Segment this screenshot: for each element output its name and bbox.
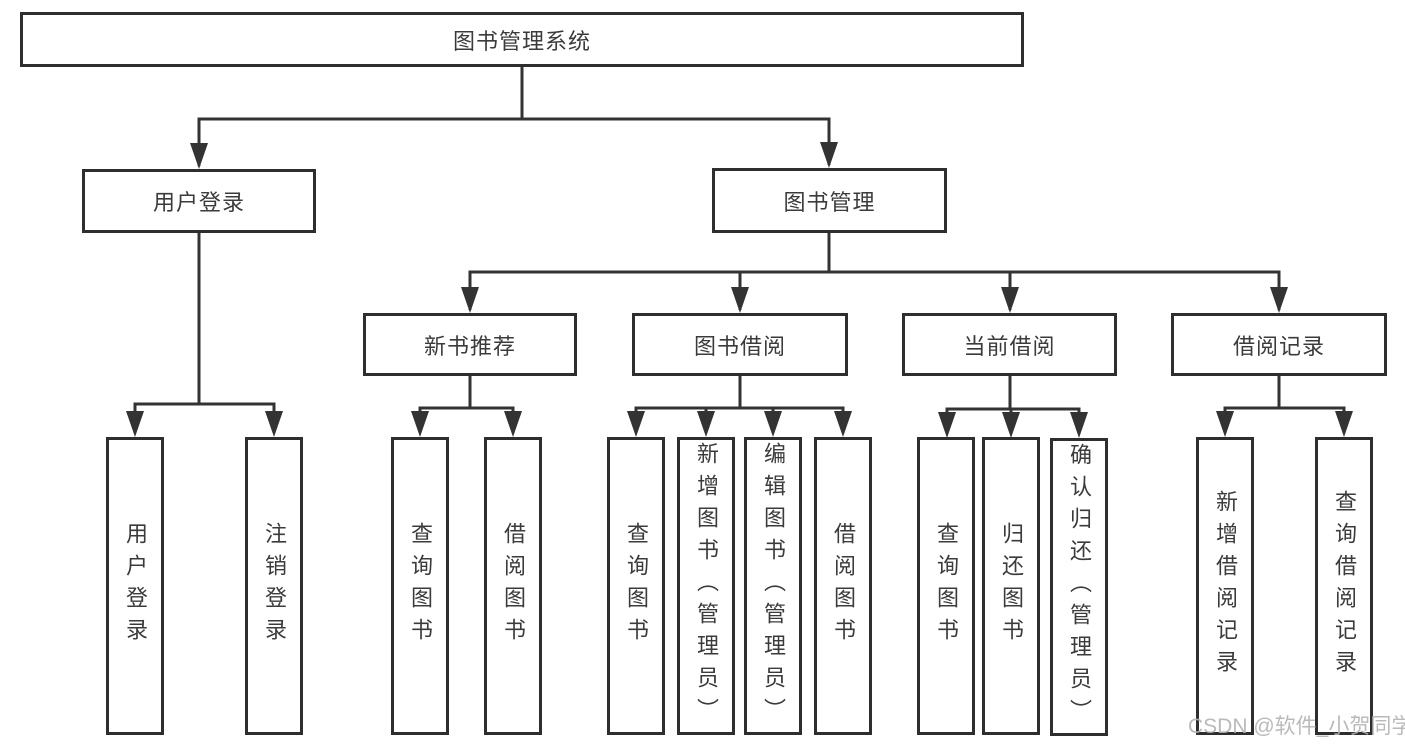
leaf-edit-book-admin-label: 编辑图书（管理员）	[761, 442, 786, 730]
leaf-query-books-current: 查询图书	[917, 437, 975, 735]
node-borrow-records: 借阅记录	[1171, 313, 1387, 376]
node-user-login: 用户登录	[82, 169, 316, 233]
leaf-edit-book-admin: 编辑图书（管理员）	[744, 437, 802, 735]
leaf-query-books-recommend-label: 查询图书	[408, 522, 433, 650]
leaf-add-borrow-record-label: 新增借阅记录	[1213, 490, 1238, 682]
leaf-query-books-borrow-label: 查询图书	[624, 522, 649, 650]
node-new-book-recommend: 新书推荐	[363, 313, 577, 376]
leaf-user-login: 用户登录	[106, 437, 164, 735]
leaf-confirm-return-admin: 确认归还（管理员）	[1050, 438, 1108, 736]
leaf-query-borrow-record-label: 查询借阅记录	[1332, 490, 1357, 682]
leaf-add-book-admin-label: 新增图书（管理员）	[694, 442, 719, 730]
leaf-user-login-label: 用户登录	[123, 522, 148, 650]
leaf-add-borrow-record: 新增借阅记录	[1196, 437, 1254, 735]
node-book-borrow: 图书借阅	[632, 313, 848, 376]
node-current-borrow: 当前借阅	[902, 313, 1117, 376]
leaf-return-book-label: 归还图书	[999, 522, 1024, 650]
leaf-logout-label: 注销登录	[262, 522, 287, 650]
leaf-query-borrow-record: 查询借阅记录	[1315, 437, 1373, 735]
leaf-logout: 注销登录	[245, 437, 303, 735]
leaf-borrow-books-recommend: 借阅图书	[484, 437, 542, 735]
leaf-query-books-borrow: 查询图书	[607, 437, 665, 735]
leaf-query-books-current-label: 查询图书	[934, 522, 959, 650]
node-library-system: 图书管理系统	[20, 12, 1024, 67]
leaf-confirm-return-admin-label: 确认归还（管理员）	[1067, 443, 1092, 731]
leaf-borrow-books-recommend-label: 借阅图书	[501, 522, 526, 650]
csdn-watermark: CSDN @软件_小贺同学	[1188, 715, 1405, 738]
node-book-manage: 图书管理	[712, 168, 947, 233]
leaf-borrow-books-label: 借阅图书	[831, 522, 856, 650]
leaf-add-book-admin: 新增图书（管理员）	[677, 437, 735, 735]
leaf-query-books-recommend: 查询图书	[391, 437, 449, 735]
leaf-borrow-books: 借阅图书	[814, 437, 872, 735]
leaf-return-book: 归还图书	[982, 437, 1040, 735]
